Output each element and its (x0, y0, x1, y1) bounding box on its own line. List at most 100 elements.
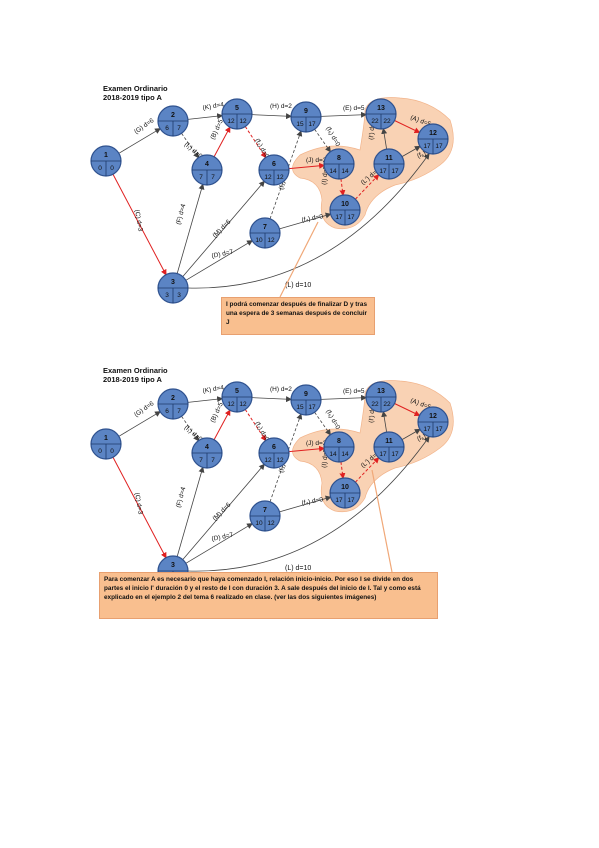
node-late: 0 (110, 165, 114, 172)
node-early: 0 (98, 448, 102, 455)
diagram1-header-line1: Examen Ordinario (103, 84, 168, 93)
edge-label-E: (E) d=5 (343, 105, 365, 112)
edge-K (187, 113, 224, 120)
node-id: 8 (337, 438, 341, 445)
diagram2-note: Para comenzar A es necesario que haya co… (99, 572, 438, 619)
node-late: 12 (267, 237, 275, 244)
edge-label-D: (D) d=7 (211, 248, 234, 259)
node-late: 7 (211, 457, 215, 464)
node-id: 6 (272, 161, 276, 168)
edge-G (118, 128, 161, 154)
node-id: 9 (304, 391, 308, 398)
node-early: 17 (423, 426, 431, 433)
edge-label-D: (D) d=7 (211, 531, 234, 542)
edge-I (339, 461, 346, 480)
edge-f4 (279, 495, 332, 513)
node-early: 17 (379, 168, 387, 175)
node-early: 17 (379, 451, 387, 458)
node-7: 710 12 (249, 500, 281, 532)
edge-f6 (401, 145, 421, 157)
diagram1-header-line2: 2018-2019 tipo A (103, 93, 162, 102)
diagram1-note: I podrá comenzar después de finalizar D … (221, 297, 375, 335)
edge-M (182, 463, 265, 560)
edge-Ip (381, 410, 388, 433)
edge-label-G: (G) d=6 (133, 400, 156, 419)
node-id: 3 (171, 562, 175, 569)
edge-B (213, 126, 231, 158)
node-id: 5 (235, 105, 239, 112)
node-late: 14 (341, 168, 349, 175)
node-early: 12 (264, 457, 272, 464)
edge-F (176, 183, 205, 274)
node-id: 12 (429, 413, 437, 420)
edge-Lw (355, 457, 380, 483)
node-early: 6 (165, 408, 169, 415)
edge-label-f5: (f₅) d=0 (324, 409, 341, 432)
node-id: 1 (104, 152, 108, 159)
node-id: 4 (205, 444, 209, 451)
node-early: 10 (255, 520, 263, 527)
node-late: 7 (211, 174, 215, 181)
edge-label-C: (C) d=3 (133, 209, 144, 232)
edge-F (176, 466, 205, 557)
edge-label-J: (J) d=2 (306, 157, 327, 164)
node-late: 17 (391, 451, 399, 458)
node-early: 14 (329, 168, 337, 175)
node-id: 1 (104, 435, 108, 442)
diagram1-header: Examen Ordinario 2018-2019 tipo A (103, 84, 168, 102)
edge-label-L: (L) d=10 (285, 282, 311, 289)
edge-f5 (314, 412, 331, 436)
node-late: 17 (347, 497, 355, 504)
node-late: 0 (110, 448, 114, 455)
edge-label-H: (H) d=2 (270, 103, 292, 110)
node-early: 22 (371, 401, 379, 408)
edge-H (251, 396, 293, 403)
callout2-pointer (371, 469, 393, 573)
node-id: 5 (235, 388, 239, 395)
node-id: 11 (385, 155, 393, 162)
node-early: 12 (227, 401, 235, 408)
edge-label-H: (H) d=2 (270, 386, 292, 393)
node-late: 12 (239, 401, 247, 408)
edge-Lw (355, 174, 380, 200)
node-id: 10 (341, 484, 349, 491)
edge-label-K: (K) d=4 (202, 384, 225, 395)
node-id: 11 (385, 438, 393, 445)
node-late: 7 (177, 408, 181, 415)
edge-D (185, 523, 253, 564)
node-early: 7 (199, 174, 203, 181)
node-late: 22 (383, 401, 391, 408)
edge-D (185, 240, 253, 281)
edge-label-E: (E) d=5 (343, 388, 365, 395)
node-late: 12 (267, 520, 275, 527)
edge-J (288, 445, 326, 453)
node-early: 17 (335, 214, 343, 221)
node-late: 12 (239, 118, 247, 125)
edge-label-M: (M) d=6 (211, 501, 232, 522)
edge-C (112, 174, 167, 276)
node-early: 3 (165, 292, 169, 299)
diagram2-header-line2: 2018-2019 tipo A (103, 375, 162, 384)
node-late: 12 (276, 457, 284, 464)
edge-M (182, 180, 265, 277)
edge-label-f4: (f₄) d=0 (301, 213, 324, 224)
node-id: 10 (341, 201, 349, 208)
edge-label-I: (I) d=3 (321, 448, 330, 468)
node-late: 14 (341, 451, 349, 458)
node-id: 6 (272, 444, 276, 451)
edge-label-Ip: (I') d=0 (368, 402, 377, 423)
node-late: 17 (435, 143, 443, 150)
node-id: 7 (263, 507, 267, 514)
